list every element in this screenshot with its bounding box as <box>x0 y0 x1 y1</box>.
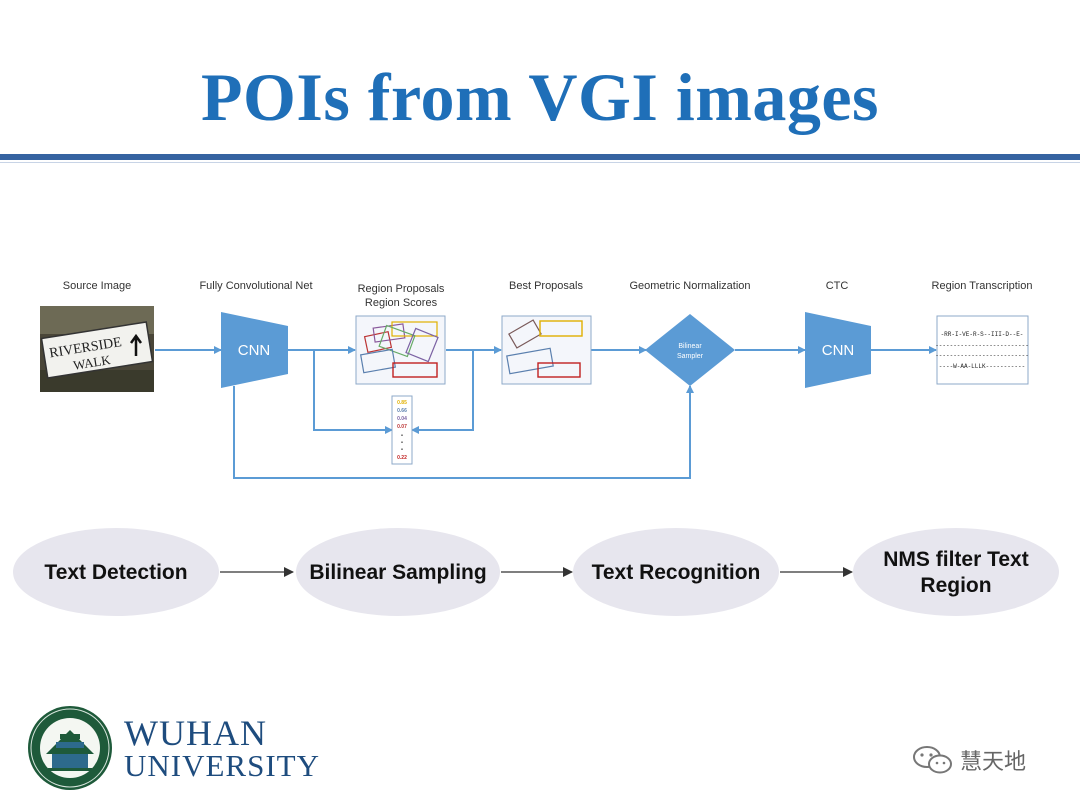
sign-arrow-icon <box>129 333 143 356</box>
stage-label-region-proposals: Region Proposals <box>358 283 445 295</box>
stage-label-region-scores: Region Scores <box>365 297 438 309</box>
score-value: 0.66 <box>397 408 407 414</box>
title-divider-thin <box>0 162 1080 163</box>
stage-label-ctc: CTC <box>826 280 849 292</box>
score-value: 0.04 <box>397 416 407 422</box>
slide-title: POIs from VGI images <box>200 59 879 135</box>
source-image: RIVERSIDE WALK <box>40 306 154 392</box>
sampler-label-line1: Bilinear <box>678 343 702 350</box>
university-emblem-icon <box>28 706 112 790</box>
score-value: 0.22 <box>397 455 407 461</box>
region-scores-box: 0.85 0.66 0.04 0.07 • • • 0.22 <box>391 395 413 465</box>
process-flow: Text Detection Bilinear Sampling Text Re… <box>13 528 1059 616</box>
region-proposals-box <box>355 315 446 385</box>
transcription-line: -------------------------- <box>935 352 1029 359</box>
stage-label-geometric-normalization: Geometric Normalization <box>629 280 750 292</box>
watermark-text: 慧天地 <box>960 750 1027 775</box>
university-name-line1: WUHAN <box>124 713 267 753</box>
stage-label-best-proposals: Best Proposals <box>509 280 583 292</box>
cnn-label-2: CNN <box>822 342 855 359</box>
flow-label-nms-line2: Region <box>920 574 991 597</box>
transcription-line: -RR-I-VE-R-S--III-D--E- <box>941 331 1024 338</box>
flow-label-nms-line1: NMS filter Text <box>883 548 1028 571</box>
flow-label-bilinear-sampling: Bilinear Sampling <box>309 561 486 584</box>
sampler-label-line2: Sampler <box>677 353 704 360</box>
bilinear-sampler-node: Bilinear Sampler <box>645 314 735 386</box>
score-ellipsis: • <box>401 433 403 439</box>
chat-bubble-icon <box>913 746 952 774</box>
transcription-line: -------------------------- <box>935 342 1029 349</box>
title-divider <box>0 154 1080 160</box>
score-ellipsis: • <box>401 440 403 446</box>
flow-label-text-recognition: Text Recognition <box>592 561 761 584</box>
stage-label-source-image: Source Image <box>63 280 131 292</box>
cnn-block-2: CNN <box>805 312 871 388</box>
flow-node-nms-filter <box>853 528 1059 616</box>
stage-label-fcn: Fully Convolutional Net <box>199 280 312 292</box>
flow-label-text-detection: Text Detection <box>44 561 187 584</box>
best-proposals-box <box>501 315 592 385</box>
score-value: 0.07 <box>397 424 407 430</box>
cnn-block-1: CNN <box>221 312 288 388</box>
score-value: 0.85 <box>397 400 407 406</box>
sign-text-line2: WALK <box>72 352 112 373</box>
watermark: 慧天地 <box>912 744 1026 776</box>
transcription-line: ----W-AA-LLLK----------- <box>939 363 1025 370</box>
region-transcription-box: -RR-I-VE-R-S--III-D--E- ----------------… <box>935 315 1029 385</box>
flow-node-text-detection <box>13 528 219 616</box>
flow-node-bilinear-sampling <box>296 528 500 616</box>
flow-node-text-recognition <box>573 528 779 616</box>
cnn-label-1: CNN <box>238 342 271 359</box>
pipeline-connectors <box>155 346 937 479</box>
stage-label-region-transcription: Region Transcription <box>932 280 1033 292</box>
score-ellipsis: • <box>401 447 403 453</box>
university-name-line2: UNIVERSITY <box>124 748 320 783</box>
